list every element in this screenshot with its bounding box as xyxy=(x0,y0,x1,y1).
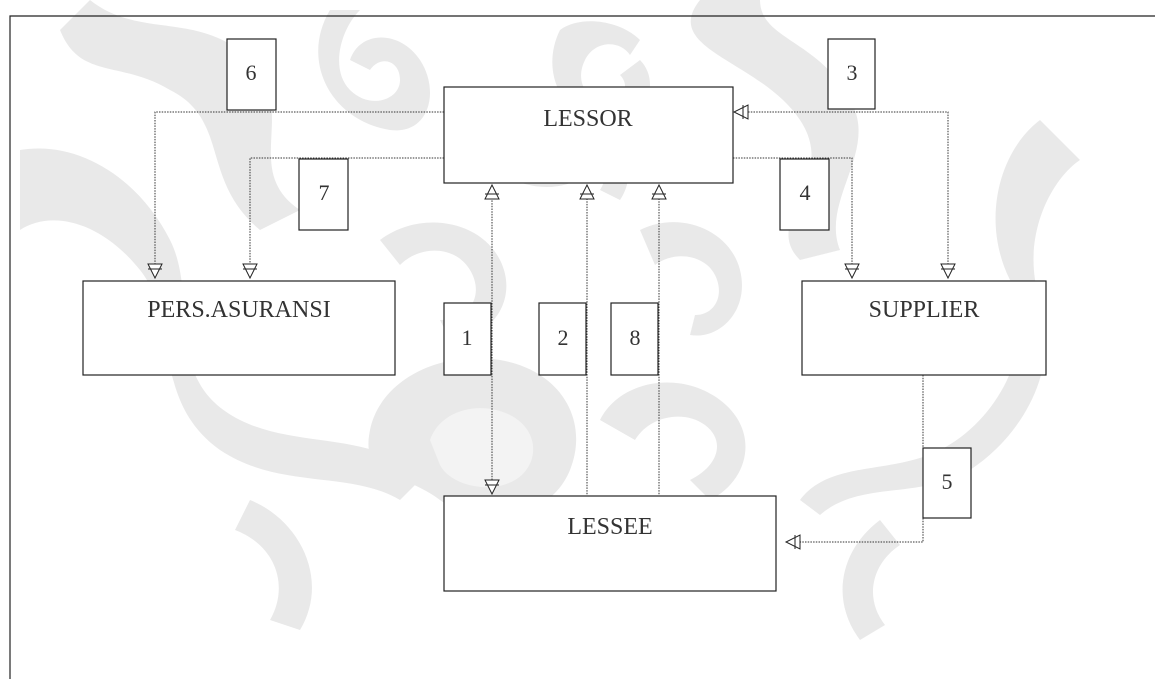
connector-lessor-to-supplier-inner xyxy=(733,157,853,270)
svg-text:5: 5 xyxy=(942,469,953,494)
lessee-box xyxy=(443,495,777,592)
svg-text:1: 1 xyxy=(462,325,473,350)
arrowheads xyxy=(147,104,956,550)
svg-text:3: 3 xyxy=(847,60,858,85)
arrow-left-icon xyxy=(784,534,801,550)
arrow-up-icon xyxy=(651,183,667,200)
arrow-down-icon xyxy=(940,263,956,280)
arrow-up-icon xyxy=(484,183,500,200)
lessor-label: LESSOR xyxy=(543,106,632,132)
lessee-label: LESSEE xyxy=(567,514,652,540)
connector-lessor-to-insurance-outer xyxy=(154,111,444,270)
page-frame xyxy=(9,15,1155,679)
flow-number-4: 4 xyxy=(779,158,830,231)
svg-text:7: 7 xyxy=(319,180,330,205)
arrow-left-icon xyxy=(732,104,749,120)
flow-number-8: 8 xyxy=(610,302,659,376)
svg-text:4: 4 xyxy=(800,180,811,205)
entity-insurance: PERS.ASURANSI xyxy=(82,280,396,376)
insurance-box xyxy=(82,280,396,376)
flow-number-5: 5 xyxy=(922,447,972,519)
connectors xyxy=(154,111,949,543)
connector-lessor-to-supplier-outer xyxy=(740,111,949,270)
connector-lessor-to-insurance-inner xyxy=(249,157,444,270)
arrow-down-icon xyxy=(484,479,500,496)
arrow-down-icon xyxy=(147,263,163,280)
supplier-box xyxy=(801,280,1047,376)
insurance-label: PERS.ASURANSI xyxy=(147,297,330,323)
lessor-box xyxy=(443,86,734,184)
arrow-up-icon xyxy=(579,183,595,200)
flow-number-3: 3 xyxy=(827,38,876,110)
entity-lessor: LESSOR xyxy=(443,86,734,184)
flow-number-2: 2 xyxy=(538,302,587,376)
entity-lessee: LESSEE xyxy=(443,495,777,592)
arrow-down-icon xyxy=(242,263,258,280)
flow-number-7: 7 xyxy=(298,158,349,231)
svg-text:2: 2 xyxy=(558,325,569,350)
supplier-label: SUPPLIER xyxy=(869,297,980,323)
flow-number-1: 1 xyxy=(443,302,492,376)
flow-number-6: 6 xyxy=(226,38,277,111)
svg-text:8: 8 xyxy=(630,325,641,350)
connector-supplier-to-lessee xyxy=(798,375,924,543)
entity-supplier: SUPPLIER xyxy=(801,280,1047,376)
svg-text:6: 6 xyxy=(246,60,257,85)
arrow-down-icon xyxy=(844,263,860,280)
